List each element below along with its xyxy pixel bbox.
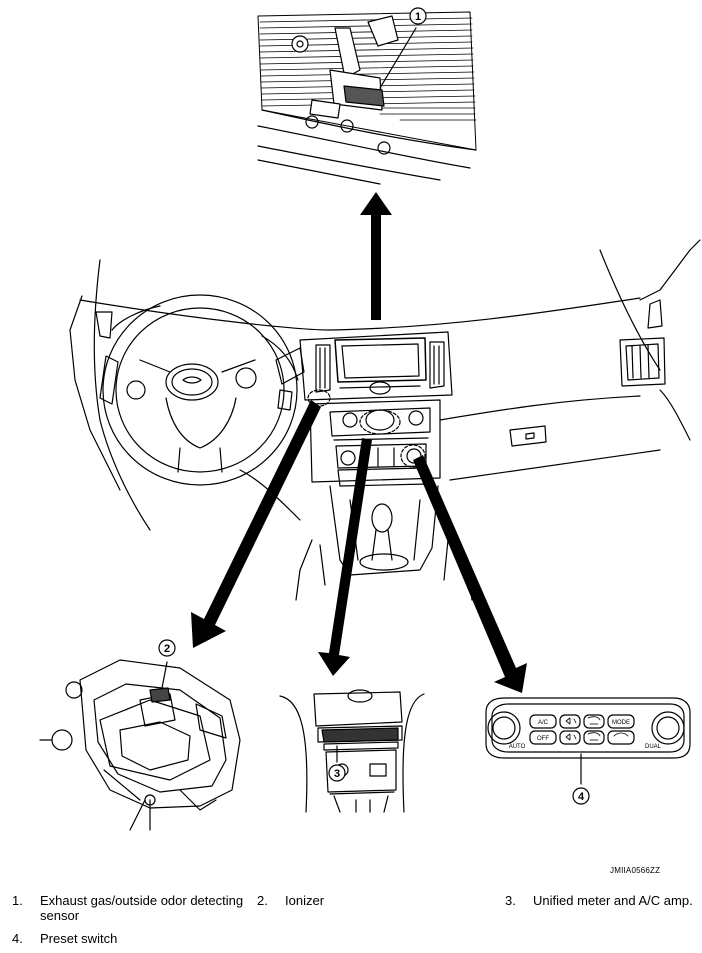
legend-item-3: 3. Unified meter and A/C amp. [505, 893, 700, 908]
callout-4: 4 [578, 791, 585, 803]
dashboard-overview [69, 239, 701, 601]
dual-label: DUAL [645, 744, 662, 750]
ac-button-label: A/C [538, 720, 549, 726]
legend-item-4: 4. Preset switch [12, 931, 248, 946]
legend-number: 3. [505, 893, 516, 908]
ionizer-detail-view [39, 639, 241, 831]
off-button-label: OFF [537, 736, 549, 742]
legend-number: 4. [12, 931, 23, 946]
pointer-arrows [191, 192, 527, 693]
legend-text: Preset switch [40, 931, 118, 946]
auto-label: AUTO [509, 744, 526, 750]
ac-amp-detail-view [279, 689, 425, 813]
legend-item-2: 2. Ionizer [257, 893, 457, 908]
figure-id: JMIIA0566ZZ [610, 866, 661, 875]
callout-3: 3 [334, 768, 340, 780]
legend-number: 2. [257, 893, 268, 908]
component-location-diagram: 1 2 3 4 A/C OFF MODE AUTO DUAL [39, 7, 701, 831]
legend-item-1: 1. Exhaust gas/outside odor detecting se… [12, 893, 248, 923]
callout-1: 1 [415, 11, 421, 23]
legend-text: Unified meter and A/C amp. [533, 893, 693, 908]
callout-2: 2 [164, 643, 170, 655]
preset-switch-detail-view [485, 697, 691, 805]
legend-text: Ionizer [285, 893, 325, 908]
legend-text: Exhaust gas/outside odor detecting senso… [40, 893, 244, 923]
sensor-detail-view [257, 7, 477, 185]
legend-number: 1. [12, 893, 23, 908]
mode-button-label: MODE [612, 720, 630, 726]
